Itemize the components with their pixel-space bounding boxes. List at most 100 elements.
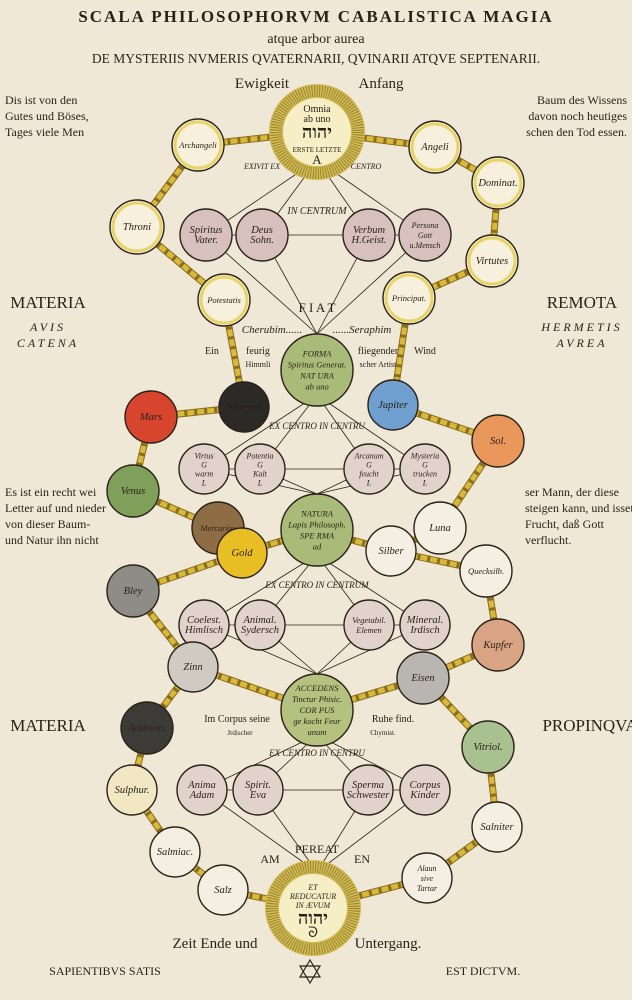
label-rm3: Frucht, daß Gott [525,517,605,531]
annotations: SCALA PHILOSOPHORVM CABALISTICA MAGIA at… [5,7,632,978]
label-lt3: Tages viele Men [5,125,84,139]
sphere-antimon: Antimon. [120,701,174,755]
sphere-salniter: Salniter [471,801,523,853]
sphere-label: Schwester [347,790,390,801]
sphere-label: Mercurius [199,523,236,533]
sphere-potestatis: Potestatis [197,273,251,327]
sun-text: ᘐ [308,926,318,941]
label-rt1: Baum des Wissens [537,93,627,107]
sphere-label: Venus [121,486,146,497]
label-avis: AVIS [29,320,66,334]
sphere-label: G [366,461,372,470]
sun-text: יהוה [302,122,332,142]
label-ewigkeit: Ewigkeit [235,76,290,92]
sphere-label: ACCEDENS [295,683,340,693]
sphere-label: FORMA [302,349,333,359]
sphere-label: Quecksilb. [468,566,504,576]
sphere-label: unum [308,727,327,737]
sphere-label: SPE RMA [300,531,335,541]
label-fiat: F I A T [299,300,336,315]
sphere-label: Kalt [252,470,268,479]
sphere-label: Elemen [355,625,382,635]
sphere-label: Animal. [243,615,277,626]
label-untergang: Untergang. [355,936,422,952]
sphere-label: Virtus [195,452,214,461]
label-chymist: Chymist. [370,729,396,737]
label-lm4: und Natur ihn nicht [5,533,99,547]
sphere-label: Tinctur Phisic. [292,694,342,704]
sphere-label: Mysteria [410,452,439,461]
label-rm2: steigen kann, und isset [525,501,632,515]
label-materia1: MATERIA [10,293,86,312]
sphere-label: G [201,461,207,470]
sphere-luna: Luna [413,501,467,555]
sun-text: ET [307,883,318,892]
sphere-label: Sperma [352,780,384,791]
sphere-angeli: Angeli [408,120,462,174]
sphere-label: Sohn. [250,235,274,246]
sphere-label: Spiritus Generat. [288,360,347,370]
sphere-label: Corpus [410,780,441,791]
label-en: EN [354,852,370,866]
sphere-label: Kupfer [482,640,513,651]
sphere-label: Salmiac. [157,847,193,858]
star-of-david-icon [298,958,322,985]
label-feurig: feurig [246,346,270,357]
sphere-label: Salz [214,885,232,896]
sphere-label: ab uno [305,382,328,392]
sphere-salz: Salz [197,864,249,916]
label-excentro1: EX CENTRO IN CENTRU [268,421,365,431]
sphere-label: Vater. [194,235,218,246]
sphere-zinn: Zinn [167,641,219,693]
label-materia2: MATERIA [10,716,86,735]
sphere-label: L [257,479,263,488]
sphere-eisen: Eisen [396,651,450,705]
label-ein: Ein [205,346,219,357]
sphere-label: Spiritus [190,225,223,236]
sphere-venus: Venus [106,464,160,518]
sphere-label: L [201,479,207,488]
label-ruhe: Ruhe find. [372,714,414,725]
sphere-salmiac: Salmiac. [149,826,201,878]
sphere-label: Deus [250,225,273,236]
label-remota: REMOTA [547,293,618,312]
sphere-label: Bley [124,586,143,597]
sphere-sol: Sol. [471,414,525,468]
sphere-label: Mars [139,412,162,423]
subtitle2: DE MYSTERIIS NVMERIS QVATERNARII, QVINAR… [92,51,540,66]
label-rm4: verflucht. [525,533,571,547]
sphere-virtutes: Virtutes [465,234,519,288]
sphere-label: Virtutes [476,256,508,267]
sphere-label: Himlisch [184,625,223,636]
sphere-label: NATURA [300,509,334,519]
sphere-kupfer: Kupfer [471,618,525,672]
label-exivit: EXIVIT EX [243,162,281,171]
sphere-label: Coelest. [187,615,221,626]
sphere-archangeli: Archangeli [171,118,225,172]
sphere-quecksilb: Quecksilb. [459,544,513,598]
label-am: AM [260,852,280,866]
sphere-label: Principat. [391,293,426,303]
sphere-gold: Gold [216,527,268,579]
label-incentrum: IN CENTRUM [286,206,347,217]
sphere-label: Throni [123,222,151,233]
sphere-label: Persona [411,221,439,230]
sphere-label: Adam [189,790,215,801]
sphere-label: Zinn [183,662,202,673]
label-anfang: Anfang [359,76,404,92]
sphere-saturnus: Saturnus [218,381,270,433]
sphere-label: Sydersch [241,625,279,636]
sphere-vitriol: Vitriol. [461,720,515,774]
sphere-principat: Principat. [382,271,436,325]
